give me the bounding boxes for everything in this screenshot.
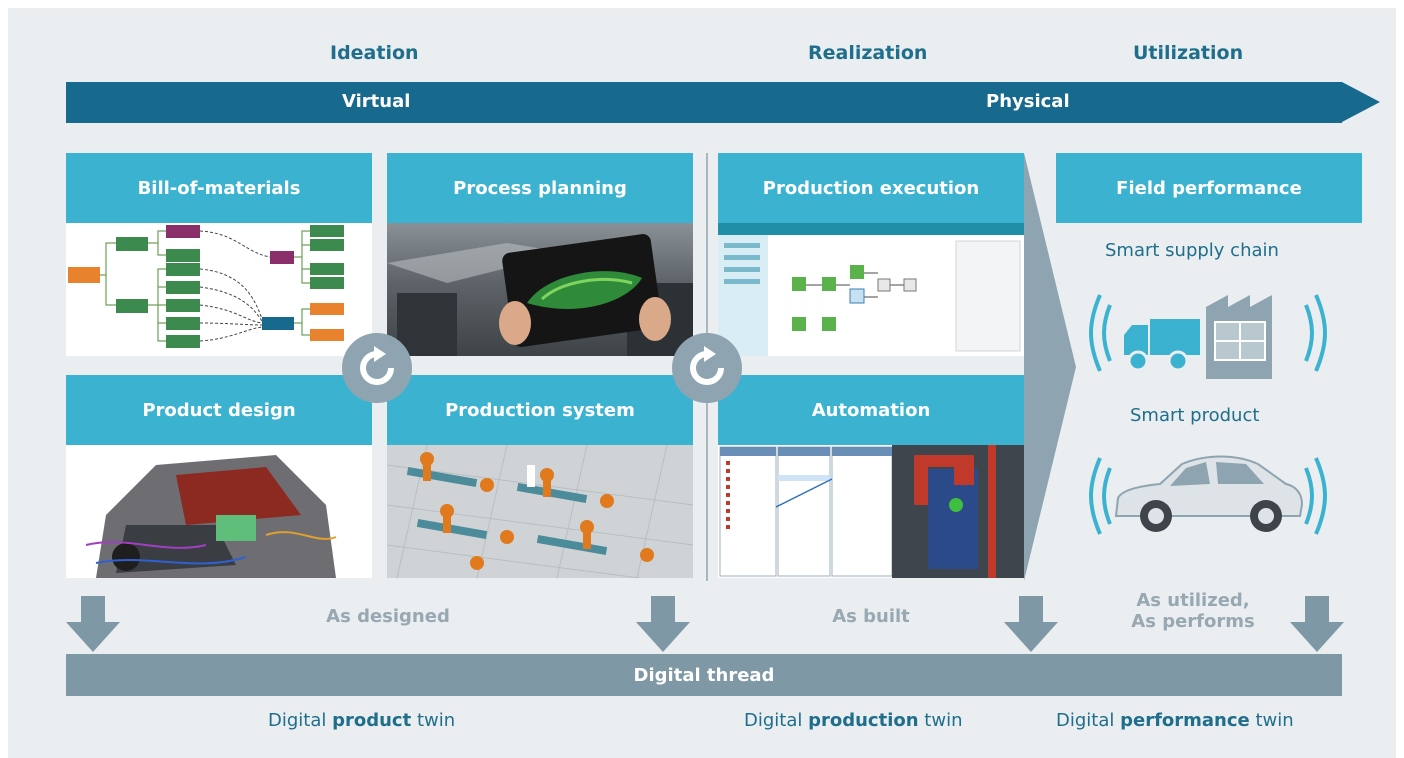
bom-tree-image xyxy=(66,223,372,356)
field-performance-header: Field performance xyxy=(1056,153,1362,223)
twin-suffix: twin xyxy=(1249,710,1294,731)
as-designed-label: As designed xyxy=(326,606,450,627)
tile-title: Automation xyxy=(718,375,1024,445)
twin-prefix: Digital xyxy=(744,710,809,731)
twin-keyword: product xyxy=(332,710,412,731)
tile-title: Process planning xyxy=(387,153,693,223)
as-utilized-label: As utilized, As performs xyxy=(1108,590,1278,632)
digital-thread-bar: Digital thread xyxy=(66,654,1342,696)
twin-prefix: Digital xyxy=(268,710,333,731)
twin-suffix: twin xyxy=(918,710,963,731)
car-icon xyxy=(1114,455,1304,532)
tile-title: Production system xyxy=(387,375,693,445)
automation-engineering-screenshot xyxy=(718,445,1024,578)
down-arrow-icon xyxy=(1290,596,1344,652)
tablet-factory-photo xyxy=(387,223,693,356)
tile-title: Product design xyxy=(66,375,372,445)
utilization-chevron-icon xyxy=(1024,153,1076,581)
tile-title: Bill-of-materials xyxy=(66,153,372,223)
signal-waves-icon xyxy=(1089,457,1327,535)
tile-automation: Automation xyxy=(718,375,1024,578)
band-arrowhead-icon xyxy=(1342,82,1380,122)
virtual-physical-band xyxy=(66,82,1342,123)
robot-line-simulation-image xyxy=(387,445,693,578)
as-utilized-line: As utilized, xyxy=(1136,590,1250,611)
smart-product-illustration xyxy=(1089,455,1327,535)
car-cad-model-image xyxy=(66,445,372,578)
tile-process-planning: Process planning xyxy=(387,153,693,356)
smart-supply-chain-label: Smart supply chain xyxy=(1105,240,1279,261)
truck-icon xyxy=(1124,319,1200,372)
as-performs-line: As performs xyxy=(1131,611,1255,632)
tile-product-design: Product design xyxy=(66,375,372,578)
phase-utilization: Utilization xyxy=(1133,42,1244,64)
twin-suffix: twin xyxy=(411,710,456,731)
refresh-cycle-icon xyxy=(342,333,412,403)
tile-production-execution: Production execution xyxy=(718,153,1024,356)
down-arrow-icon xyxy=(1004,596,1058,652)
twin-prefix: Digital xyxy=(1056,710,1121,731)
digital-product-twin-label: Digital product twin xyxy=(268,710,455,731)
digital-production-twin-label: Digital production twin xyxy=(744,710,962,731)
factory-icon xyxy=(1206,295,1272,379)
digital-performance-twin-label: Digital performance twin xyxy=(1056,710,1294,731)
signal-waves-icon xyxy=(1089,294,1327,372)
as-built-label: As built xyxy=(832,606,910,627)
tile-production-system: Production system xyxy=(387,375,693,578)
smart-product-label: Smart product xyxy=(1130,405,1260,426)
mes-software-screenshot xyxy=(718,223,1024,356)
band-label-physical: Physical xyxy=(986,91,1070,112)
down-arrow-icon xyxy=(636,596,690,652)
tile-bill-of-materials: Bill-of-materials xyxy=(66,153,372,356)
phase-realization: Realization xyxy=(808,42,928,64)
tile-title: Production execution xyxy=(718,153,1024,223)
phase-ideation: Ideation xyxy=(330,42,419,64)
band-label-virtual: Virtual xyxy=(342,91,411,112)
refresh-cycle-icon xyxy=(672,333,742,403)
down-arrow-icon xyxy=(66,596,120,652)
twin-keyword: performance xyxy=(1120,710,1250,731)
supply-chain-illustration xyxy=(1089,294,1327,379)
twin-keyword: production xyxy=(808,710,919,731)
